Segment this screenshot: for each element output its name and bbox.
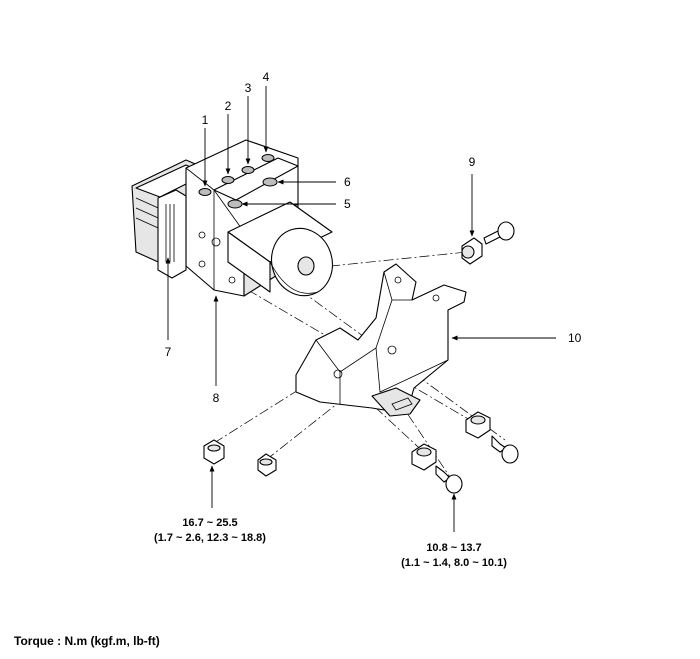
hardware <box>203 221 519 494</box>
callout-1: 1 <box>202 113 209 127</box>
hecu-module <box>131 139 333 297</box>
callout-9: 9 <box>469 155 476 169</box>
torque-left-line2: (1.7 ~ 2.6, 12.3 ~ 18.8) <box>154 532 266 544</box>
callout-3: 3 <box>245 81 252 95</box>
torque-right-line2: (1.1 ~ 1.4, 8.0 ~ 10.1) <box>401 557 507 569</box>
callout-5: 5 <box>344 197 351 211</box>
mounting-bracket <box>295 263 467 417</box>
leader-lines <box>165 86 556 532</box>
callout-2: 2 <box>225 99 232 113</box>
callout-4: 4 <box>263 70 270 84</box>
callout-6: 6 <box>344 175 351 189</box>
torque-left-line1: 16.7 ~ 25.5 <box>182 517 237 529</box>
callout-7: 7 <box>165 345 172 359</box>
torque-spec-right: 10.8 ~ 13.7 (1.1 ~ 1.4, 8.0 ~ 10.1) <box>401 542 507 569</box>
torque-right-line1: 10.8 ~ 13.7 <box>426 542 481 554</box>
torque-unit-legend: Torque : N.m (kgf.m, lb-ft) <box>14 634 160 648</box>
callout-10: 10 <box>568 331 582 345</box>
callout-8: 8 <box>213 391 220 405</box>
torque-spec-left: 16.7 ~ 25.5 (1.7 ~ 2.6, 12.3 ~ 18.8) <box>154 517 266 544</box>
callout-numbers: 1 2 3 4 5 6 7 8 9 10 <box>165 70 582 405</box>
